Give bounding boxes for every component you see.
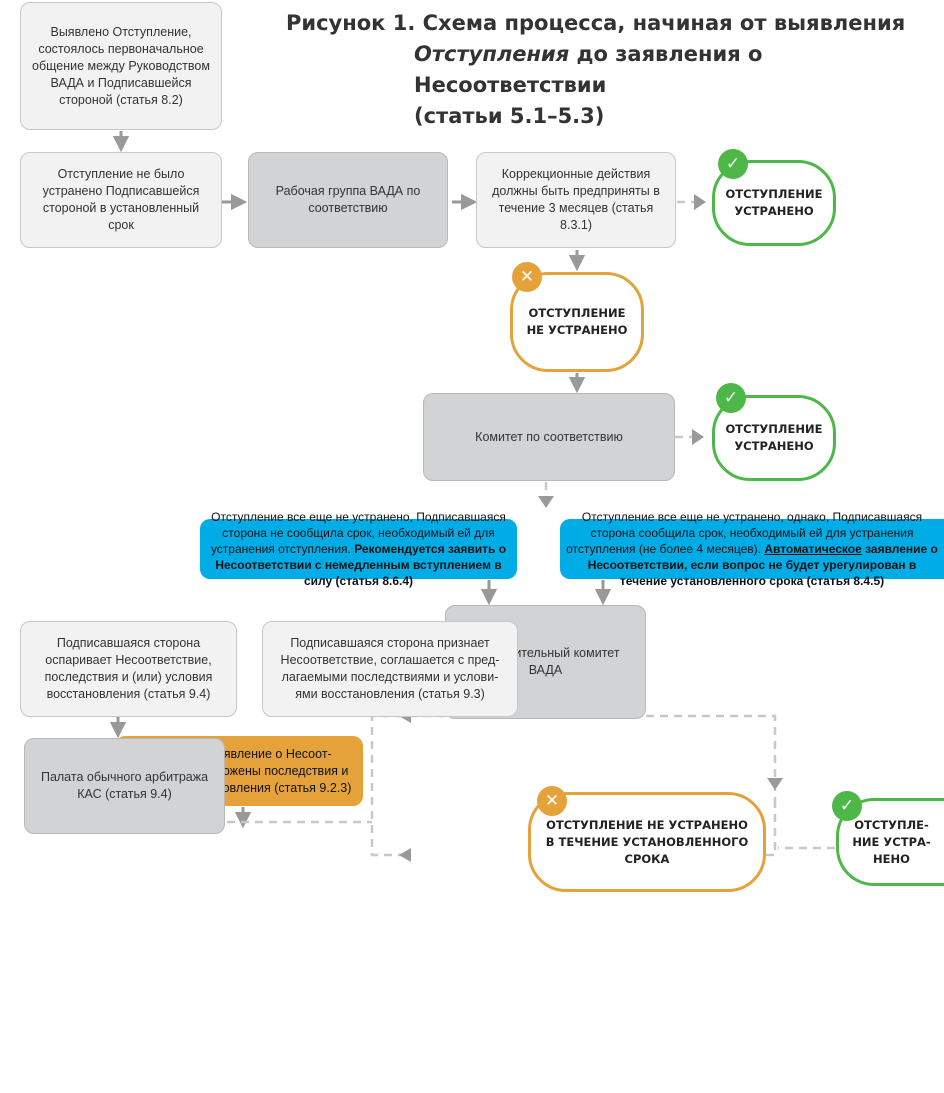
node-bold-rest: заявле­ние о Несоответствии, если вопрос… (587, 542, 938, 588)
node-recommend-immediate: Отступление все еще не устранено, Подпис… (200, 510, 517, 588)
node-bold-text: Рекомендуется заявить о Несоответствии с… (215, 542, 507, 588)
outcome-not-resolved-in-time: ОТСТУПЛЕНИЕ НЕ УСТРАНЕНО В ТЕЧЕ­НИЕ УСТА… (528, 792, 766, 892)
node-wada-working-group: Рабочая группа ВАДА по соответствию (248, 152, 448, 248)
head-corrective-resolved1 (694, 194, 706, 210)
dash-exec-to-right (646, 714, 777, 800)
head-committee-resolved2 (692, 429, 704, 445)
node-deviation-identified: Выявлено Отступление, состоялось первона… (20, 2, 222, 130)
node-signatory-accepts: Подписавшаяся сторона признает Несоответ… (262, 621, 518, 717)
outcome-text: ОТСТУПЛЕ­НИЕ УСТРА­НЕНО (725, 422, 823, 453)
outcome-text: ОТСТУПЛЕ­НИЕ УСТРА­НЕНО (725, 187, 823, 218)
outcome-text: ОТСТУПЛЕ­НИЕ УСТРА­НЕНО (852, 817, 931, 866)
head-committee-split (538, 496, 554, 508)
node-plain-text: Отступление все еще не устранено, однако… (566, 510, 923, 556)
node-text: Рабочая группа ВАДА по соответствию (275, 184, 421, 215)
dash-exec-to-left (370, 714, 445, 857)
check-icon: ✓ (832, 791, 862, 821)
head-exec-right-down (767, 778, 783, 790)
node-bold-text: Автоматическое заявле­ние о Несоответств… (588, 542, 938, 588)
dash-exec-down (765, 800, 777, 857)
node-automatic-declaration: Отступление все еще не устранено, однако… (560, 510, 944, 588)
cross-icon: ✕ (512, 262, 542, 292)
node-plain-text: Отступление все еще не устранено, Подпис… (210, 510, 506, 556)
node-text: Палата обычного арбитража КАС (статья 9.… (40, 770, 209, 801)
node-not-fixed-in-time: Отступление не было устранено Подписавше… (20, 152, 222, 248)
title-line-2-rest: до заявления о Несоответствии (414, 42, 763, 97)
outcome-text: ОТСТУПЛЕНИЕ НЕ УСТРАНЕНО В ТЕЧЕ­НИЕ УСТА… (545, 817, 749, 866)
node-signatory-disputes: Подписавшаяся сторона оспаривает Несоотв… (20, 621, 237, 717)
node-text: Подписавшаяся сторона оспаривает Несоотв… (44, 636, 213, 701)
node-corrective-actions: Коррекционные действия должны быть предп… (476, 152, 676, 248)
check-icon: ✓ (716, 383, 746, 413)
cross-icon: ✕ (537, 786, 567, 816)
title-line-1: Рисунок 1. Схема процесса, начиная от вы… (286, 11, 906, 35)
node-text: Комитет по соответствию (475, 429, 623, 444)
node-text: Выявлено Отступление, состоялось первона… (32, 24, 210, 107)
node-underlined-text: Автоматическое (764, 542, 862, 556)
title-line-3: (статьи 5.1–5.3) (414, 104, 605, 128)
check-icon: ✓ (718, 149, 748, 179)
node-text: Отступление все еще не устранено, Подпис… (206, 509, 511, 589)
node-text: Подписавшаяся сторона признает Несоответ… (280, 636, 500, 701)
node-text: Отступление не было устранено Подписавше… (42, 167, 200, 232)
node-text: Отступление все еще не устранено, однако… (566, 509, 938, 589)
outcome-text: ОТСТУПЛЕНИЕ НЕ УСТРАНЕНО (526, 306, 628, 337)
node-cas-division: Палата обычного арбитража КАС (статья 9.… (24, 738, 225, 834)
head-notresolved-left (399, 848, 411, 862)
title-italic-word: Отступления (414, 42, 570, 66)
node-text: Коррекционные действия должны быть предп… (492, 167, 660, 232)
node-compliance-committee: Комитет по соответствию (423, 393, 675, 481)
title-line-2: Отступления до заявления о Несоответстви… (286, 39, 944, 101)
figure-title: Рисунок 1. Схема процесса, начиная от вы… (286, 8, 944, 132)
